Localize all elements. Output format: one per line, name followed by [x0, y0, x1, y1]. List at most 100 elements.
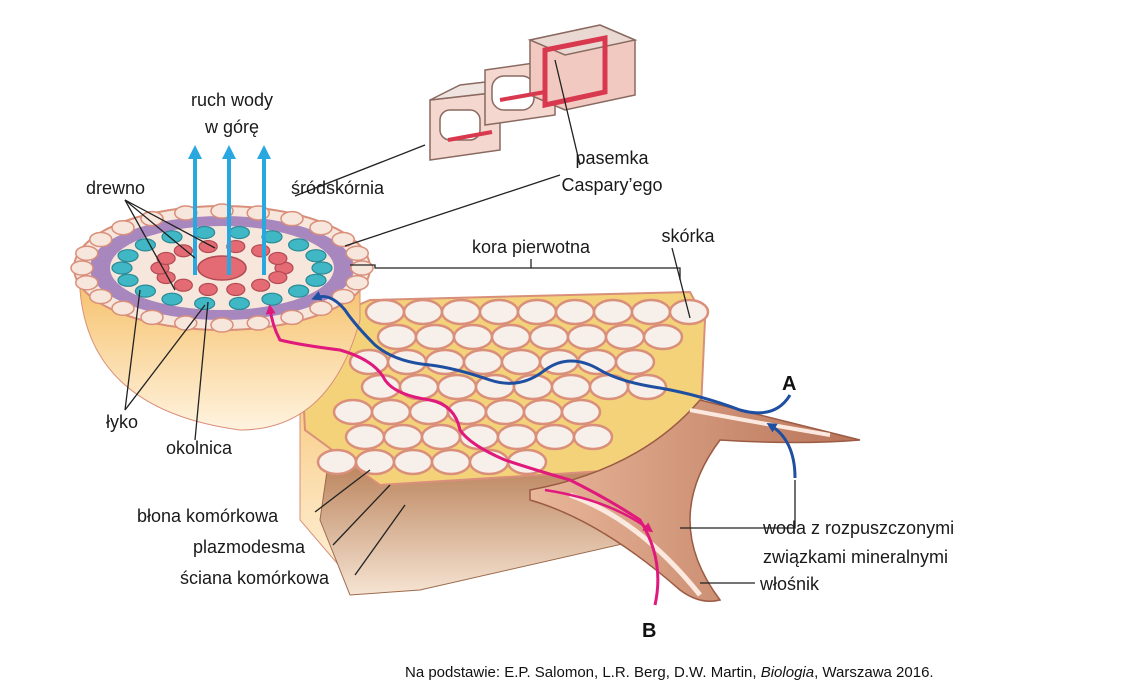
cortex-cell	[414, 323, 456, 351]
endodermis-cell	[174, 315, 198, 331]
cortex-cell	[528, 323, 570, 351]
casparian-label-2: Caspary’ego	[561, 175, 662, 195]
cortex-cell	[550, 373, 592, 401]
path-a-lower	[766, 422, 797, 479]
cortex-cell	[496, 423, 538, 451]
cortex-cell	[332, 398, 374, 426]
endodermis-cell	[111, 300, 135, 317]
cortex-cell	[370, 398, 412, 426]
xylem-cell	[198, 282, 218, 297]
endodermis-cell	[309, 300, 333, 317]
stele-cells	[70, 203, 374, 333]
cortex-cell	[522, 398, 564, 426]
phloem-cell	[117, 273, 139, 287]
cortex-cell	[462, 348, 504, 376]
cortex-cell	[436, 373, 478, 401]
cortex-cell	[500, 348, 542, 376]
endodermis-cell	[210, 317, 234, 333]
path-b-label: B	[642, 620, 656, 642]
cortex-cell	[316, 448, 358, 476]
endodermis-cell	[111, 219, 135, 236]
cortex-cell	[364, 298, 406, 326]
xylem-cell	[251, 278, 271, 292]
cell-membrane-label: błona komórkowa	[137, 506, 279, 526]
cortex-cell	[392, 448, 434, 476]
phloem-cell	[228, 296, 250, 311]
cortex-cell	[554, 298, 596, 326]
endodermis-cell	[89, 231, 113, 248]
cortex-cell	[534, 423, 576, 451]
cortex-cell	[478, 298, 520, 326]
xylem-cell	[173, 278, 193, 292]
cortex-cell	[614, 348, 656, 376]
root-hair-label: włośnik	[759, 574, 820, 594]
water-up-label-2: w górę	[204, 117, 259, 137]
cortex-cell	[604, 323, 646, 351]
xylem-center-cell	[197, 255, 247, 281]
cortex-cell	[360, 373, 402, 401]
phloem-cell	[111, 261, 133, 275]
source-citation: Na podstawie: E.P. Salomon, L.R. Berg, D…	[405, 664, 934, 681]
phloem-cell	[228, 225, 250, 240]
phloem-cell	[305, 249, 327, 263]
water-solutes-label-1: woda z rozpuszczonymi	[762, 518, 954, 538]
phloem-cell	[161, 292, 183, 306]
phloem-cell	[288, 238, 310, 252]
endodermis-label: śródskórnia	[291, 178, 385, 198]
xylem-cell	[268, 270, 288, 285]
endodermis-cell	[331, 288, 355, 305]
endodermis-cell	[89, 288, 113, 305]
casparian-strip-inset	[429, 24, 638, 161]
phloem-cell	[134, 284, 156, 298]
water-up-arrows	[188, 145, 271, 275]
cortex-cell	[642, 323, 684, 351]
xylem-label: drewno	[86, 178, 145, 198]
stele-cylinder	[73, 205, 371, 431]
cortex-cell	[484, 398, 526, 426]
source-suffix: , Warszawa 2016.	[814, 664, 934, 681]
xylem-cell	[251, 244, 271, 258]
cortex-cell	[452, 323, 494, 351]
endodermis-cell	[70, 260, 94, 276]
phloem-cell	[311, 261, 333, 275]
cortex-cell	[440, 298, 482, 326]
path-b-hair	[544, 488, 654, 533]
cortex-label: kora pierwotna	[472, 237, 591, 257]
phloem-cell	[117, 249, 139, 263]
cortex-cell	[490, 323, 532, 351]
phloem-cell	[161, 230, 183, 244]
root-hair	[529, 399, 861, 602]
epidermis-label: skórka	[661, 226, 715, 246]
phloem-cell	[261, 292, 283, 306]
cortex-cell	[402, 298, 444, 326]
cortex-cell	[592, 298, 634, 326]
source-title: Biologia	[760, 664, 815, 681]
cortex-cell	[376, 323, 418, 351]
cortex-cell	[566, 323, 608, 351]
phloem-cell	[194, 296, 216, 311]
endodermis-cell	[140, 309, 164, 326]
endodermis-cell	[345, 275, 369, 291]
phloem-cell	[134, 238, 156, 252]
cortex-cell	[382, 423, 424, 451]
endodermis-cell	[350, 260, 374, 276]
endodermis-cell	[345, 245, 369, 261]
endodermis-cell	[280, 309, 304, 326]
phloem-cell	[305, 273, 327, 287]
phloem-cell	[288, 284, 310, 298]
leader-lines	[124, 59, 796, 584]
endodermis-cell	[331, 231, 355, 248]
water-solutes-label-2: związkami mineralnymi	[763, 547, 948, 567]
path-b-line	[265, 304, 660, 606]
cortex-cell	[430, 448, 472, 476]
xylem-cell	[173, 244, 193, 258]
path-a-label: A	[782, 373, 796, 395]
xylem-cell	[226, 282, 246, 297]
cortex-cells	[316, 298, 710, 476]
path-a-line	[311, 291, 792, 415]
endodermis-cell	[309, 219, 333, 236]
phloem-label: łyko	[106, 412, 138, 432]
endodermis-cell	[280, 210, 304, 227]
endodermis-cell	[75, 275, 99, 291]
